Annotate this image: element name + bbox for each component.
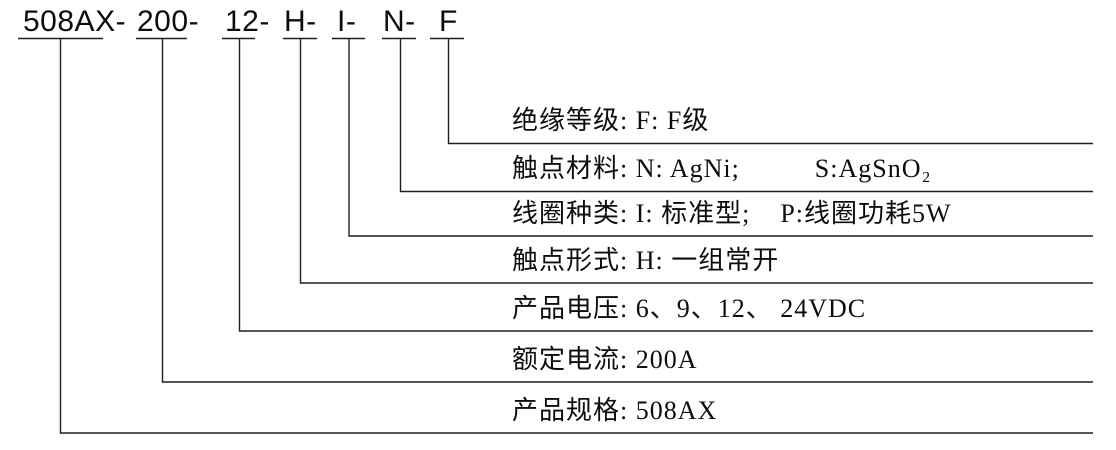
legend-row-product-spec: 产品规格: 508AX [512,396,718,425]
legend-row-contact-material: 触点材料: N: AgNi; S:AgSnO₂ [512,154,932,183]
connector-200 [161,39,1093,383]
legend-row-insulation-class: 绝缘等级: F: F级 [512,106,710,135]
model-segment-value: 508AX [23,5,116,38]
connector-12 [238,39,1093,332]
model-segment-value: 12 [225,5,260,38]
connector-n [399,39,1093,193]
legend-row-coil-type: 线圈种类: I: 标准型; P:线圈功耗5W [512,199,952,228]
model-segment-value: H [284,5,307,38]
model-segment-i: I- [337,7,356,37]
model-segment-value: N [383,5,406,38]
legend-row-rated-current: 额定电流: 200A [512,345,698,374]
segment-separator: - [405,5,416,38]
legend-row-product-voltage: 产品电压: 6、9、12、 24VDC [512,294,867,323]
segment-separator: - [115,5,127,38]
segment-separator: - [188,5,200,38]
model-segment-value: F [439,5,458,38]
legend-row-contact-form: 触点形式: H: 一组常开 [512,246,780,275]
model-segment-508ax: 508AX- [23,7,126,37]
model-segment-12: 12- [225,7,270,37]
connector-508ax [59,39,1093,434]
connector-f [447,39,1093,145]
connector-i [348,39,1093,237]
model-segment-n: N- [383,7,416,37]
model-segment-200: 200- [137,7,199,37]
model-segment-value: I [337,5,346,38]
model-segment-value: 200 [137,5,189,38]
model-segment-f: F [439,7,458,37]
segment-separator: - [345,5,357,38]
segment-separator: - [306,5,317,38]
segment-separator: - [259,5,270,38]
connector-h [299,39,1093,284]
model-segment-h: H- [284,7,317,37]
